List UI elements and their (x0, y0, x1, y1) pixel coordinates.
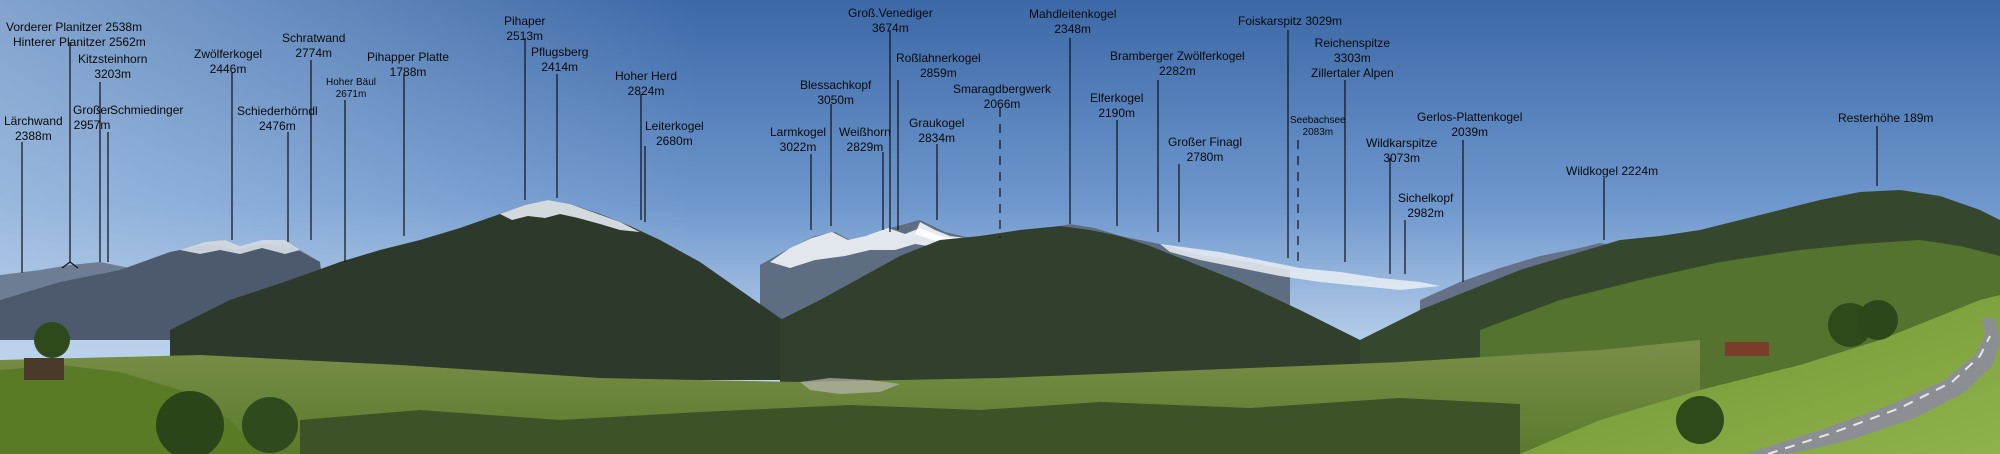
label-vorderer-planitzer: Vorderer Planitzer 2538m (6, 20, 143, 34)
label-hoher-herd: Hoher Herd 2824m (615, 69, 678, 98)
label-schmiedinger: Schmiedinger (110, 103, 184, 117)
snow-pihaper (500, 200, 640, 232)
tree-right-3 (1676, 396, 1724, 444)
planitzer-marker-icon (61, 261, 79, 269)
label-wildkarspitze: Wildkarspitze 3073m (1366, 136, 1438, 165)
label-rosslahnerkogel: Roßlahnerkogel 2859m (896, 51, 981, 80)
tree-right-2 (1858, 300, 1898, 340)
label-graukogel: Graukogel 2834m (909, 116, 965, 145)
label-elferkogel: Elferkogel 2190m (1090, 91, 1144, 120)
label-seebachsee: Seebachsee 2083m (1290, 115, 1346, 138)
label-reichenspitze: Reichenspitze 3303m Zillertaler Alpen (1311, 36, 1394, 80)
label-sichelkopf: Sichelkopf 2982m (1398, 191, 1454, 220)
label-bramberger-zwoelferkogel: Bramberger Zwölferkogel 2282m (1110, 49, 1245, 78)
label-kitzsteinhorn: Kitzsteinhorn 3203m (78, 52, 148, 81)
label-blessachkopf: Blessachkopf 3050m (800, 78, 872, 107)
mountain-pihaper (170, 200, 820, 380)
label-schiederhoerndl: Schiederhörndl 2476m (237, 104, 318, 133)
road-line (1767, 335, 1991, 454)
label-wildkogel: Wildkogel 2224m (1566, 164, 1659, 178)
label-larmkogel: Larmkogel 3022m (770, 125, 827, 154)
label-pflugsberg: Pflugsberg 2414m (531, 45, 589, 74)
label-hinterer-planitzer: Hinterer Planitzer 2562m (13, 35, 146, 49)
tree-fg-2 (242, 397, 298, 453)
label-hoher-baeul: Hoher Bäul 2671m (326, 77, 377, 100)
farmhouse (1725, 342, 1769, 356)
village (800, 378, 900, 394)
label-smaragdbergwerk: Smaragdbergwerk 2066m (953, 82, 1052, 111)
label-pihapper-platte: Pihapper Platte 1788m (367, 50, 450, 79)
label-pihaper: Pihaper 2513m (504, 14, 546, 43)
road (1745, 318, 2000, 454)
label-grosser-finagl: Großer Finagl 2780m (1168, 135, 1243, 164)
label-resterhoehe: Resterhöhe 189m (1838, 111, 1934, 125)
label-foiskarspitz: Foiskarspitz 3029m (1238, 14, 1343, 28)
valley-forest (300, 398, 1520, 454)
label-leiterkogel: Leiterkogel 2680m (645, 119, 704, 148)
label-gross-venediger: Groß.Venediger 3674m (848, 6, 933, 35)
mountain-center (780, 226, 1360, 390)
label-zwoelferkogel: Zwölferkogel 2446m (194, 47, 263, 76)
label-laerchwand: Lärchwand 2388m (4, 114, 63, 143)
label-grosser: Großer 2957m (73, 103, 112, 132)
barn-left (24, 358, 64, 380)
label-weisshorn: Weißhorn 2829m (839, 125, 891, 154)
snow-zillertal (1160, 244, 1440, 290)
tree-left (34, 322, 70, 358)
label-gerlos-plattenkogel: Gerlos-Plattenkogel 2039m (1417, 110, 1523, 139)
label-schratwand: Schratwand 2774m (282, 31, 346, 60)
snow-left (180, 240, 300, 254)
tree-fg (156, 391, 224, 454)
label-mahdleitenkogel: Mahdleitenkogel 2348m (1029, 7, 1117, 36)
leader-lines (21, 30, 1878, 282)
